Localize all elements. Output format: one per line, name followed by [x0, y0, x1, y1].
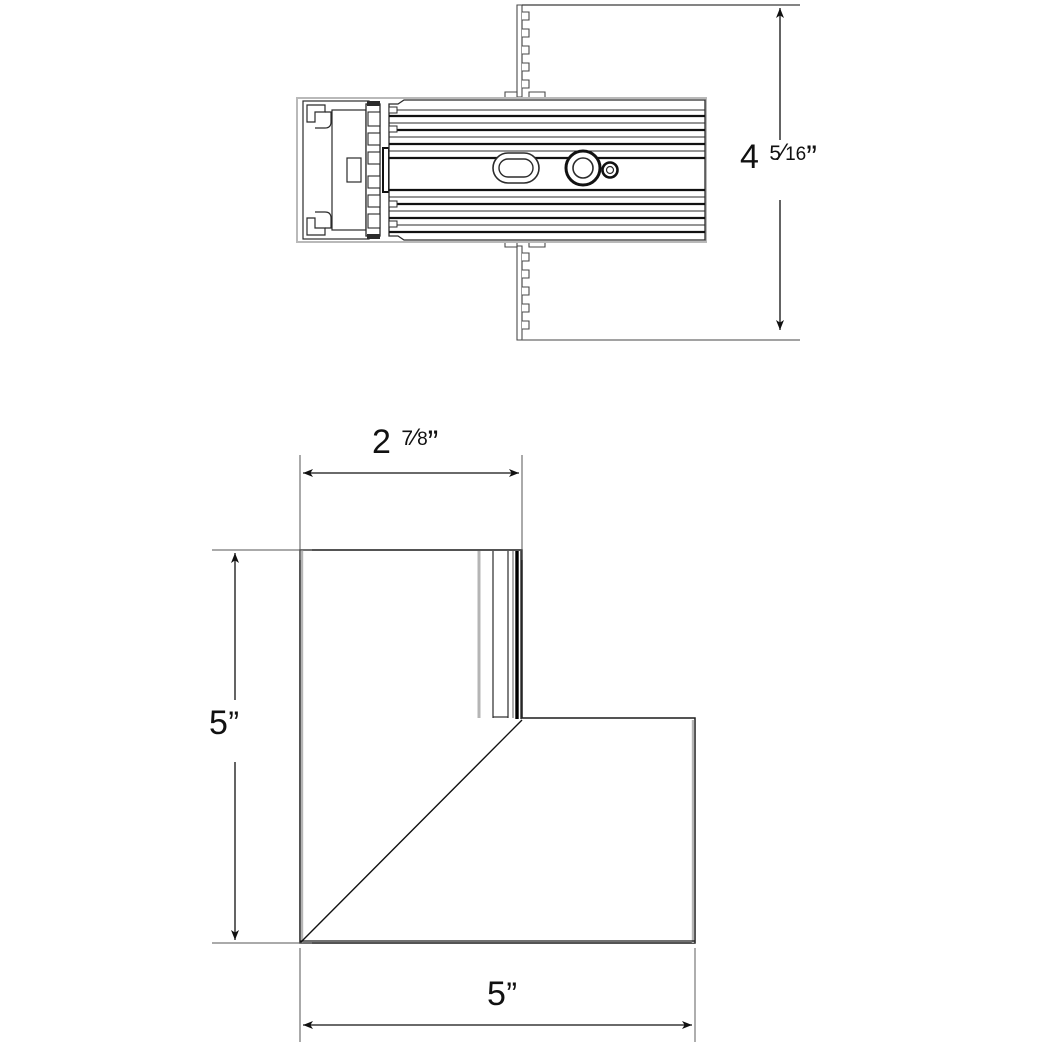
corner-connector-plan-view: [299, 549, 696, 944]
dimension-label-5-inch-vertical: 5”: [209, 704, 240, 742]
dimension-label-5-inch-horizontal: 5”: [487, 975, 518, 1013]
dimension-label-4-5-16-inch: 4 5⁄16”: [740, 138, 817, 176]
heat-sink-fin-lines: [388, 99, 706, 241]
dimension-label-2-7-8-inch: 2 7⁄8”: [372, 423, 439, 461]
small-round-hole: [601, 161, 619, 179]
connector-housing: [302, 100, 370, 240]
mounting-bracket: [365, 101, 390, 239]
extension-lines: [212, 455, 696, 1042]
large-round-hole: [564, 149, 602, 187]
fixture-top-view: [296, 97, 707, 243]
oblong-mounting-slot: [492, 152, 540, 184]
